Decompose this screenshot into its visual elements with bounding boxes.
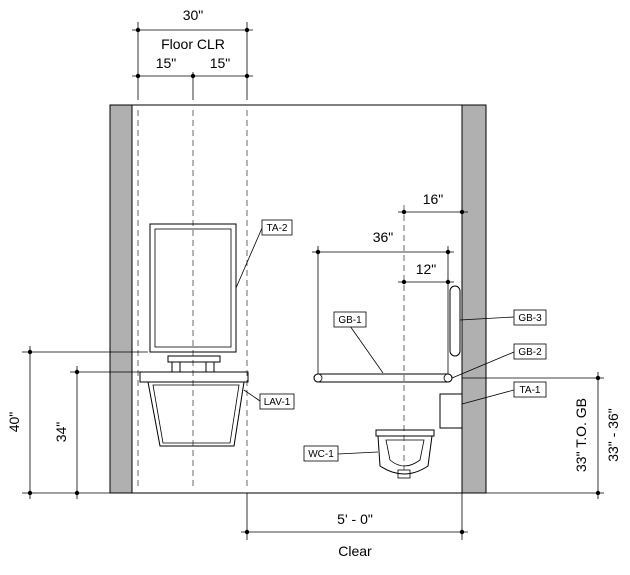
svg-text:GB-2: GB-2 [518, 347, 542, 358]
floor-clr-right-label: 15" [210, 55, 231, 71]
floor-clearance-guides [137, 110, 405, 490]
mirror-height-label: 40" [6, 412, 22, 433]
left-height-dimensions: 40" 34" [6, 346, 148, 499]
tag-ta-1: TA-1 [513, 381, 547, 398]
water-closet [337, 429, 435, 479]
floor-clr-total-label: 30" [183, 7, 204, 23]
room-outline [109, 104, 487, 494]
svg-text:GB-1: GB-1 [338, 315, 362, 326]
right-wall [461, 104, 487, 494]
svg-text:GB-3: GB-3 [518, 313, 542, 324]
grab-bar-offset-top-label: 16" [423, 191, 444, 207]
toilet-paper-dispenser [439, 389, 515, 429]
clear-label: Clear [338, 543, 372, 559]
floor-clr-dimension: 30" Floor CLR 15" 15" [132, 7, 253, 100]
lavatory [139, 355, 261, 447]
vertical-grab-bar [449, 285, 515, 357]
tag-gb-3: GB-3 [513, 309, 547, 326]
floor-clr-left-label: 15" [156, 55, 177, 71]
grab-bar-height-label: 33" - 36" [605, 408, 621, 462]
tag-gb-1: GB-1 [333, 311, 367, 328]
grab-bar-length-label: 36" [373, 229, 394, 245]
lav-height-label: 34" [53, 422, 69, 443]
svg-text:WC-1: WC-1 [308, 449, 334, 460]
floor-clr-label: Floor CLR [161, 36, 225, 52]
svg-text:TA-2: TA-2 [267, 223, 288, 234]
tag-gb-2: GB-2 [451, 343, 547, 379]
svg-text:LAV-1: LAV-1 [264, 397, 291, 408]
tag-wc-1: WC-1 [303, 445, 339, 462]
left-wall [109, 104, 133, 494]
grab-bar-dimensions: 36" 16" 12" [312, 191, 468, 374]
grab-bar-offset-mid-label: 12" [416, 261, 437, 277]
right-height-dimension: 33" T.O. GB 33" - 36" [462, 372, 621, 499]
mirror [149, 223, 263, 353]
grab-bar-height-note: 33" T.O. GB [573, 398, 589, 472]
clear-width-dimension: 5' - 0" Clear [241, 493, 468, 559]
horizontal-grab-bar [313, 325, 453, 383]
tag-lav-1: LAV-1 [259, 393, 295, 410]
clear-width-label: 5' - 0" [337, 511, 373, 527]
tag-ta-2: TA-2 [261, 219, 293, 236]
svg-text:TA-1: TA-1 [520, 385, 541, 396]
